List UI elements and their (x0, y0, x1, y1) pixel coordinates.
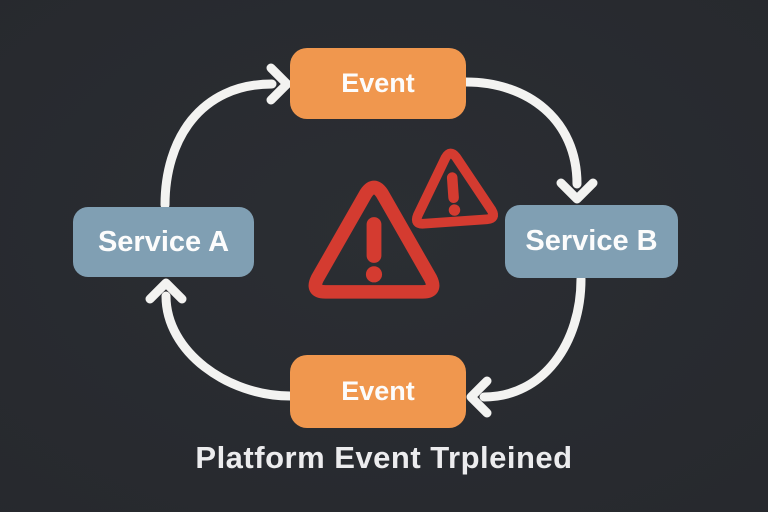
arrow-event-bottom-to-service-a (145, 278, 295, 401)
warning-triangle-large-icon (308, 180, 440, 299)
node-service-b: Service B (505, 205, 678, 278)
diagram-caption: Platform Event Trpleined (195, 440, 573, 475)
node-event-bottom-label: Event (341, 376, 415, 406)
arrow-event-top-to-service-b (461, 77, 598, 204)
warning-triangle-small-icon (411, 148, 499, 229)
arrow-service-b-to-event-bottom (466, 274, 586, 418)
node-event-top-label: Event (341, 68, 415, 98)
node-event-top: Event (290, 48, 466, 119)
node-service-a: Service A (73, 207, 254, 277)
arrow-service-a-to-event-top (160, 63, 292, 210)
node-service-b-label: Service B (525, 225, 658, 257)
node-event-bottom: Event (290, 355, 466, 428)
node-service-a-label: Service A (97, 225, 230, 258)
